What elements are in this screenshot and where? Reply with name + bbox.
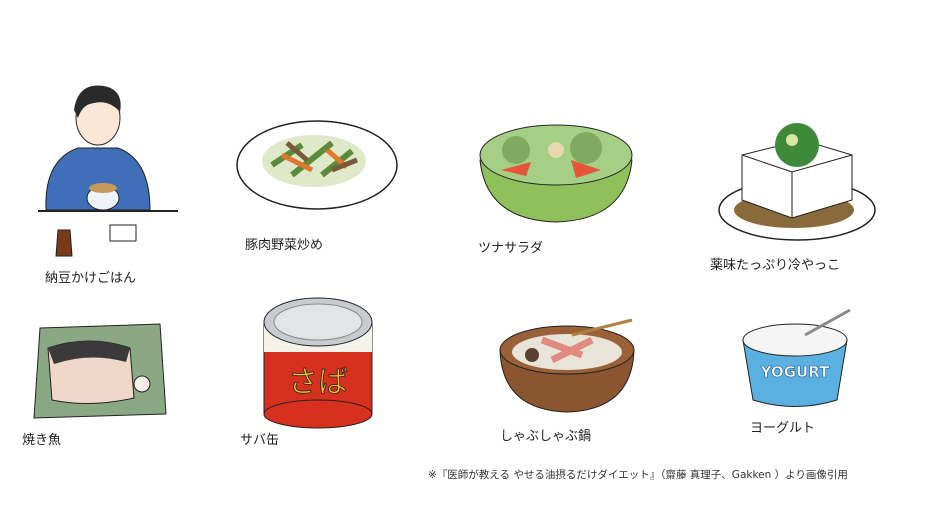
mackerel-can-illustration: さば [263, 297, 373, 429]
food-label-grilled-fish: 焼き魚 [22, 433, 62, 448]
can-label-text: さば [288, 365, 348, 400]
food-label-cold-tofu: 薬味たっぷり冷やっこ [710, 258, 841, 273]
grilled-fish-illustration [33, 323, 167, 419]
yogurt-label-text: YOGURT [760, 363, 830, 381]
food-label-stir-fry: 豚肉野菜炒め [245, 238, 324, 253]
shabu-shabu-pot-illustration [499, 318, 635, 413]
yogurt-illustration: YOGURT [742, 308, 851, 407]
tuna-salad-illustration [479, 124, 633, 223]
food-label-mackerel-can: サバ缶 [240, 433, 280, 448]
food-label-yogurt: ヨーグルト [750, 421, 816, 436]
cold-tofu-illustration [718, 123, 876, 241]
food-label-shabu-shabu: しゃぶしゃぶ鍋 [500, 429, 592, 444]
image-citation: ※『医師が教える やせる油摂るだけダイエット』（齋藤 真理子、Gakken ）よ… [428, 469, 848, 481]
stir-fry-illustration [236, 120, 398, 210]
food-label-natto-rice: 納豆かけごはん [45, 271, 137, 286]
food-label-tuna-salad: ツナサラダ [478, 241, 544, 256]
man-eating-natto-illustration [38, 85, 178, 257]
